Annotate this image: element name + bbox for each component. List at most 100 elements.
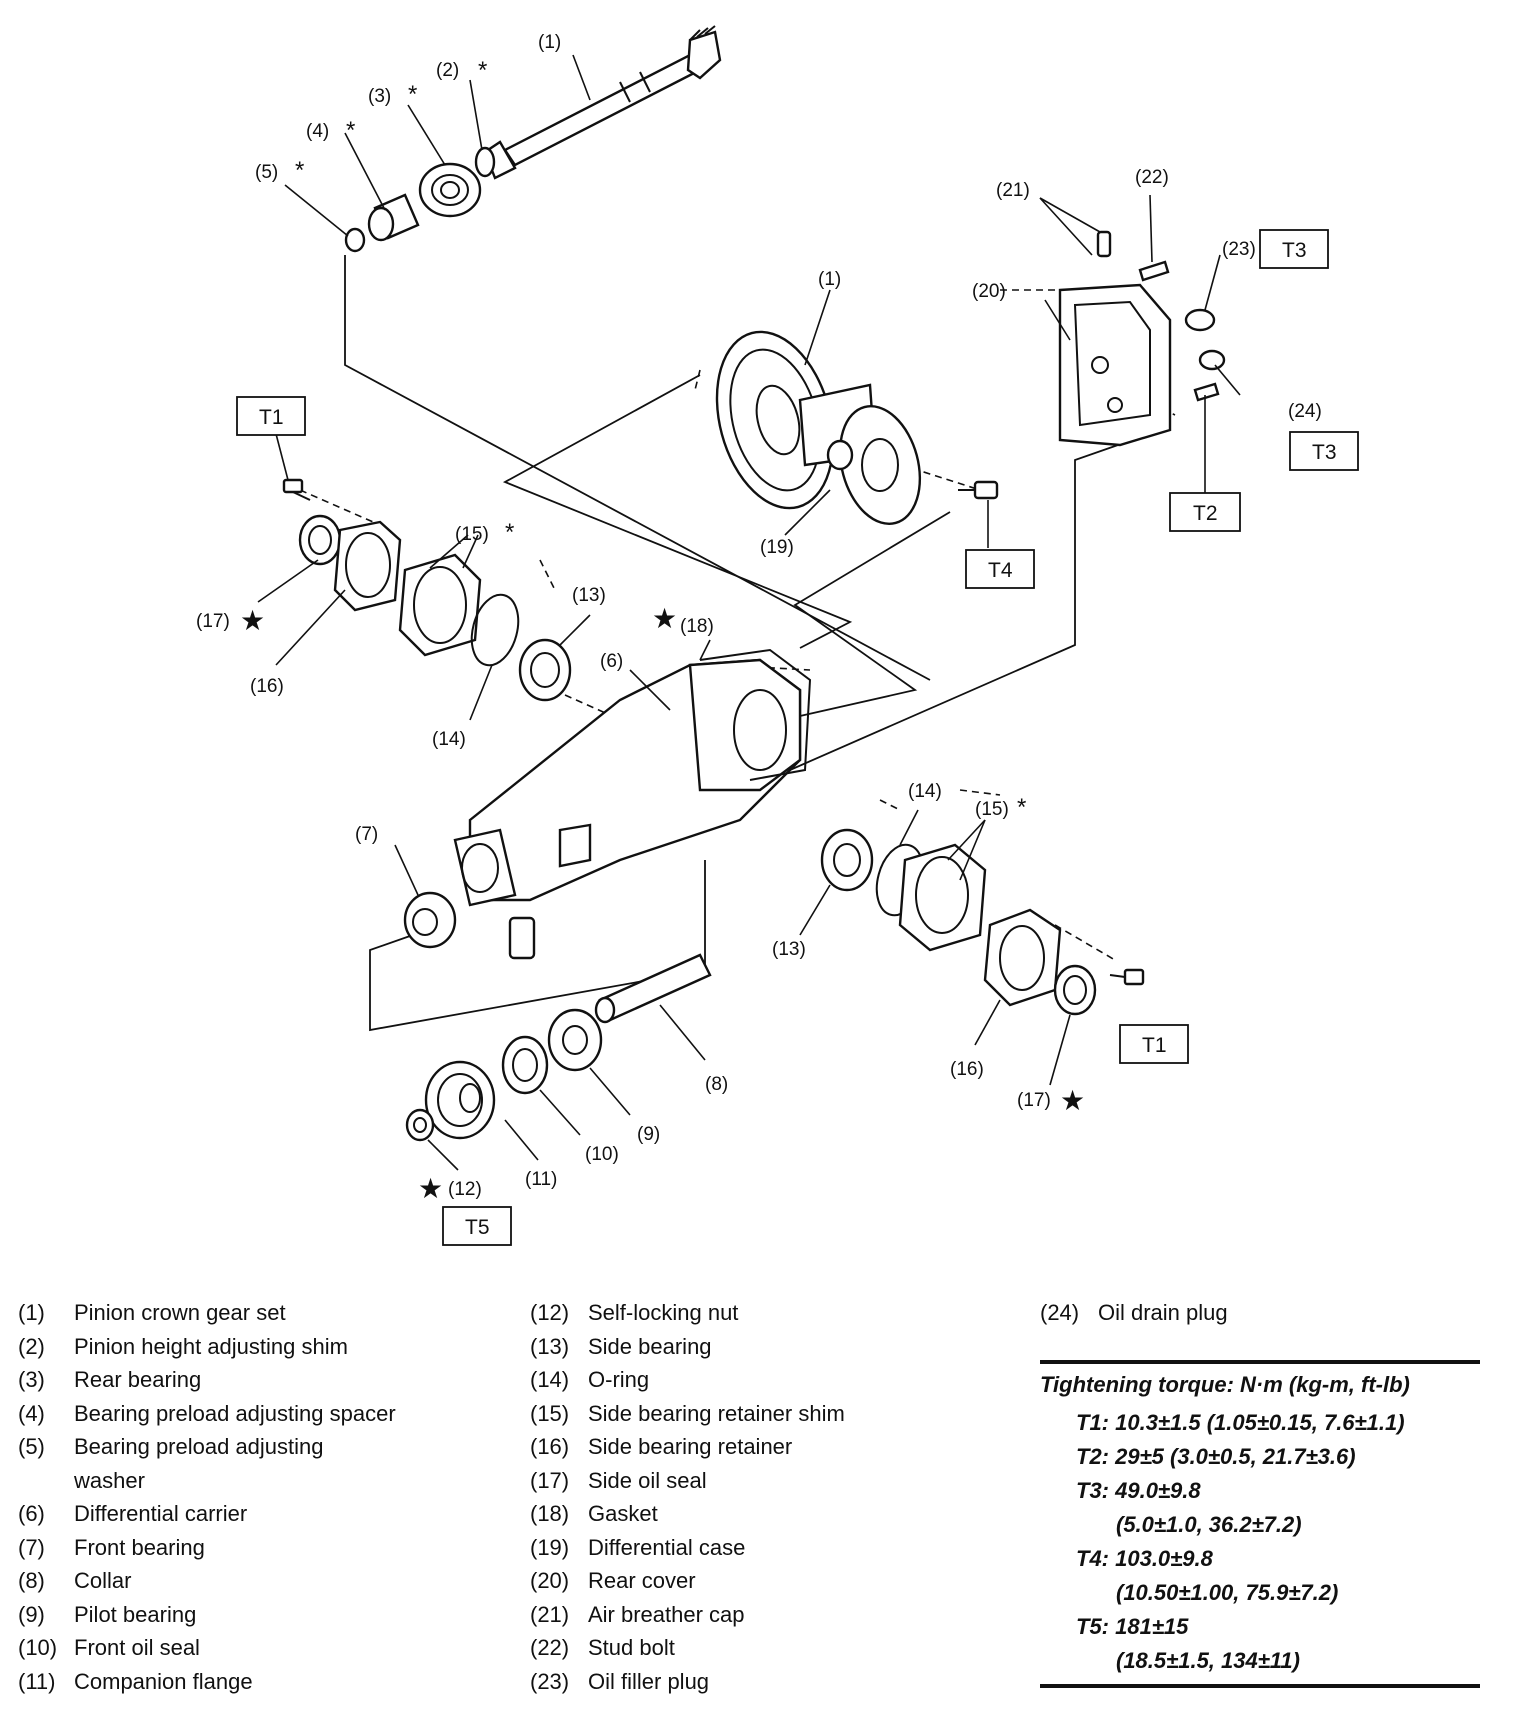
legend-item-number: (23): [530, 1668, 570, 1694]
torque-t4-detail: (10.50±1.00, 75.9±7.2): [1116, 1580, 1339, 1605]
pinion-shim: [474, 146, 496, 178]
legend-item-name: Collar: [74, 1568, 132, 1593]
legend-item: (17)Side oil seal: [530, 1468, 707, 1494]
tightening-torque-table: Tightening torque: N·m (kg-m, ft-lb) T1:…: [1040, 1360, 1480, 1688]
callout-17-right: (17): [1017, 1090, 1051, 1111]
svg-text:T2: T2: [1193, 502, 1218, 525]
legend-item-name: Rear bearing: [74, 1367, 202, 1392]
torque-bolt-right: [1109, 968, 1145, 986]
legend-item-name: Bearing preload adjusting spacer: [74, 1400, 396, 1426]
legend-item-number: (1): [18, 1300, 45, 1325]
torque-t4-value: T4: 103.0±9.8: [1076, 1546, 1213, 1571]
legend-item-number: (6): [18, 1501, 45, 1526]
differential-case: [798, 383, 922, 525]
star-17-right: ★: [1060, 1085, 1085, 1116]
legend-item-name: washer: [74, 1467, 145, 1493]
preload-spacer: [367, 193, 420, 242]
torque-top-rule: [1040, 1360, 1480, 1364]
torque-box-t3-right: T3: [1289, 431, 1359, 471]
torque-box-t4: T4: [965, 549, 1035, 589]
legend-item: (11) Companion flange: [18, 1669, 253, 1695]
legend-item: (22)Stud bolt: [530, 1635, 675, 1661]
exploded-diagram: (1) (2) (3) (4) (5) (1) (19) (20) (21) (…: [196, 25, 1359, 1246]
legend-item-number: (19): [530, 1534, 570, 1560]
legend-item: washer: [18, 1468, 145, 1494]
asterisk-15-left: *: [505, 519, 514, 546]
differential-carrier: [453, 658, 802, 960]
callout-16-left: (16): [250, 676, 284, 697]
legend-item: (19)Differential case: [530, 1535, 745, 1561]
callout-22: (22): [1135, 167, 1169, 188]
callout-3: (3): [368, 86, 391, 107]
torque-box-t3-top: T3: [1259, 229, 1329, 269]
callout-15-left: (15): [455, 524, 489, 545]
callout-19: (19): [760, 537, 794, 558]
legend-item: (13)Side bearing: [530, 1334, 712, 1360]
legend-item-name: Air breather cap: [588, 1601, 745, 1627]
legend-item-name: Oil drain plug: [1098, 1300, 1228, 1325]
o-ring-left: [470, 593, 520, 667]
torque-t5-detail: (18.5±1.5, 134±11): [1116, 1648, 1300, 1673]
legend-item-number: (24): [1040, 1300, 1080, 1325]
legend-item-number: (10): [18, 1635, 58, 1660]
svg-text:T4: T4: [988, 559, 1013, 582]
legend-item: (7)Front bearing: [18, 1535, 205, 1561]
callout-8: (8): [705, 1074, 728, 1095]
callout-13-left: (13): [572, 585, 606, 606]
legend-item-number: (22): [530, 1635, 570, 1660]
side-oil-seal-left: [298, 514, 342, 566]
asterisk-2: *: [478, 57, 487, 84]
torque-t5: T5: 181±15 (18.5±1.5, 134±11): [1076, 1610, 1480, 1678]
asterisk-3: *: [408, 81, 417, 108]
torque-box-t1-right: T1: [1119, 1024, 1189, 1064]
leader-lines: [257, 54, 1241, 1171]
stud-bolt: [1138, 260, 1170, 282]
torque-box-t2: T2: [1169, 492, 1241, 532]
self-locking-nut: [405, 1108, 435, 1142]
pilot-bearing: [547, 1008, 603, 1072]
svg-text:T3: T3: [1282, 239, 1307, 262]
legend-item: (1)Pinion crown gear set: [18, 1300, 286, 1326]
svg-text:T1: T1: [259, 406, 284, 429]
legend-item: (16)Side bearing retainer: [530, 1434, 792, 1460]
star-17-left: ★: [240, 605, 265, 636]
callout-16-right: (16): [950, 1059, 984, 1080]
callout-12: (12): [448, 1179, 482, 1200]
callout-1-crown: (1): [818, 269, 841, 290]
rear-cover: [1058, 283, 1172, 447]
legend-item-number: (11): [18, 1668, 56, 1694]
assembly-routing-lines: [344, 255, 1119, 1032]
side-bearing-retainer-left: [333, 520, 402, 612]
callout-14-left: (14): [432, 729, 466, 750]
callout-17-left: (17): [196, 611, 230, 632]
legend-item-name: Companion flange: [74, 1668, 253, 1694]
torque-bolt-left: [282, 478, 311, 501]
torque-t3-detail: (5.0±1.0, 36.2±7.2): [1116, 1512, 1302, 1537]
legend-item: (20)Rear cover: [530, 1568, 696, 1594]
star-marks: ★ ★ ★ ★: [240, 603, 1085, 1204]
star-18: ★: [652, 603, 677, 634]
legend-item-number: (17): [530, 1467, 570, 1493]
legend-item-name: Differential carrier: [74, 1501, 248, 1526]
legend-item: (21)Air breather cap: [530, 1602, 745, 1628]
legend-item: (24) Oil drain plug: [1040, 1300, 1228, 1326]
callout-6: (6): [600, 651, 623, 672]
legend-item-number: (3): [18, 1367, 45, 1392]
callout-20: (20): [972, 281, 1006, 302]
gasket: [699, 648, 812, 781]
torque-t5-value: T5: 181±15: [1076, 1614, 1189, 1639]
legend-item: (6) Differential carrier: [18, 1501, 247, 1527]
svg-text:T5: T5: [465, 1216, 490, 1239]
legend-item-name: Pinion height adjusting shim: [74, 1333, 348, 1359]
torque-t3: T3: 49.0±9.8 (5.0±1.0, 36.2±7.2): [1076, 1474, 1480, 1542]
torque-t1: T1: 10.3±1.5 (1.05±0.15, 7.6±1.1): [1076, 1410, 1405, 1435]
legend-item-name: O-ring: [588, 1367, 650, 1392]
legend-item-name: Gasket: [588, 1501, 658, 1526]
air-breather-cap: [1096, 230, 1112, 258]
retainer-shim-right: [898, 843, 987, 952]
parts-legend: (1)Pinion crown gear set(2)Pinion height…: [0, 1300, 1536, 1720]
legend-item-number: (16): [530, 1434, 570, 1459]
rear-bearing: [418, 162, 482, 218]
retainer-shim-left: [398, 553, 482, 657]
callout-15-right: (15): [975, 799, 1009, 820]
